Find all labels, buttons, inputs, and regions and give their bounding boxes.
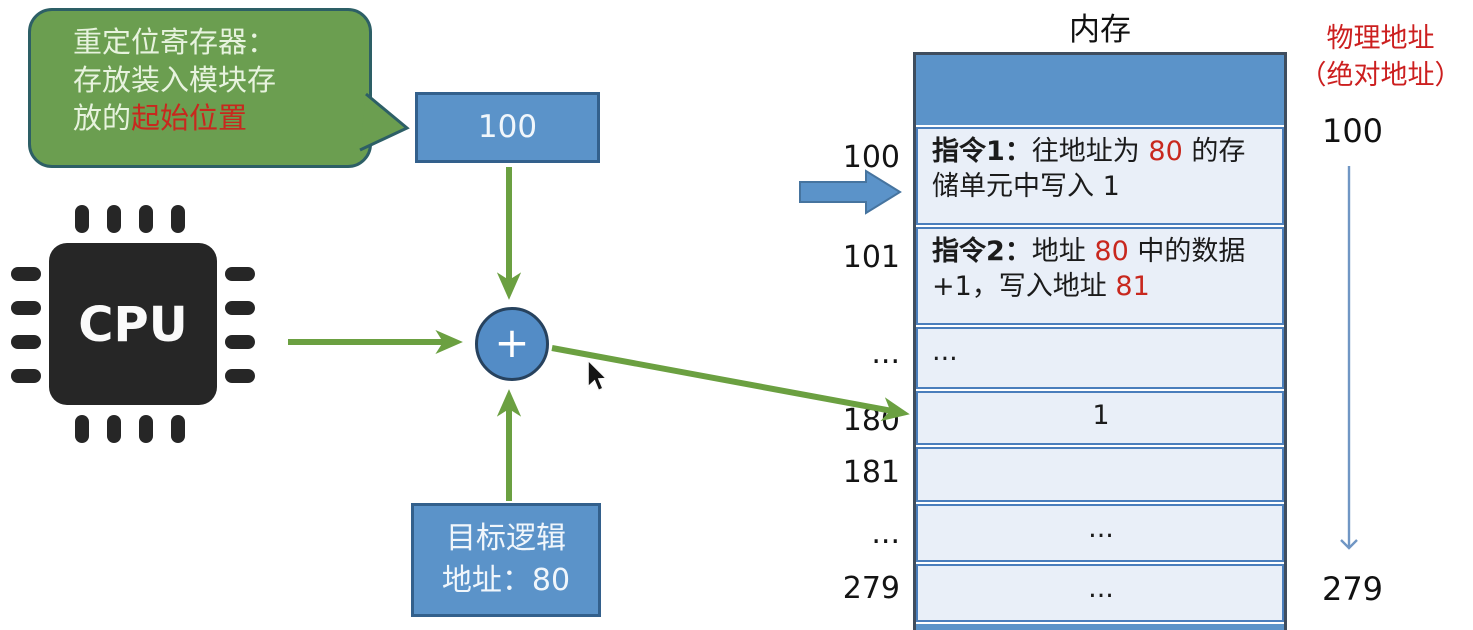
instruction-highlight: 80 <box>1148 136 1183 167</box>
memory-footer-block <box>916 624 1284 630</box>
memory-row: 指令1：往地址为 80 的存储单元中写入 1 <box>916 127 1284 225</box>
memory-row: ... <box>916 564 1284 622</box>
callout-highlight: 起始位置 <box>131 101 248 135</box>
instruction-text: 地址 <box>1031 236 1095 267</box>
physical-address-start: 100 <box>1321 112 1384 150</box>
mouse-cursor <box>587 358 609 392</box>
instruction-text: 往地址为 <box>1031 136 1149 167</box>
physical-address-end: 279 <box>1321 570 1384 608</box>
memory-address-label: 181 <box>842 455 900 490</box>
memory-row: 1 <box>916 391 1284 445</box>
callout-line-2: 存放装入模块存 <box>73 63 277 97</box>
physical-address-title: 物理地址 （绝对地址） <box>1299 23 1462 91</box>
memory-address-label: 180 <box>842 403 900 438</box>
memory-row: ... <box>916 504 1284 562</box>
cpu-icon: CPU <box>11 205 255 443</box>
instruction-highlight: 81 <box>1115 271 1150 302</box>
instruction-text: 指令2： <box>932 236 1032 267</box>
memory-header-block <box>916 55 1284 125</box>
logical-address-box: 目标逻辑 地址：80 <box>411 503 601 617</box>
relocation-register-value-box: 100 <box>415 92 600 163</box>
callout-line-1: 重定位寄存器： <box>73 25 277 59</box>
plus-icon: + <box>494 318 530 367</box>
instruction-highlight: 80 <box>1094 236 1129 267</box>
memory-address-label: 279 <box>842 571 900 606</box>
memory-row: ... <box>916 327 1284 389</box>
instruction-text: 的存储单元中写入 1 <box>932 136 1246 202</box>
memory-address-label: ... <box>871 516 900 551</box>
memory-address-label: 101 <box>842 240 900 275</box>
instruction-text: 中的数据+1，写入地址 <box>932 236 1246 302</box>
memory-address-labels: 100 101... 180 181... 279 <box>760 0 900 630</box>
cpu-label: CPU <box>78 297 187 353</box>
cpu-body <box>49 243 217 405</box>
memory-title: 内存 <box>1069 12 1131 48</box>
cpu-pins <box>11 205 255 443</box>
callout-line-3: 放的起始位置 <box>73 101 248 135</box>
relocation-register-callout: 重定位寄存器： 存放装入模块存 放的起始位置 <box>28 8 372 168</box>
memory-address-label: 100 <box>842 140 900 175</box>
memory-address-label: ... <box>871 336 900 371</box>
adder-circle: + <box>475 307 549 381</box>
memory-row <box>916 447 1284 502</box>
instruction-text: 指令1： <box>932 136 1032 167</box>
memory-row: 指令2：地址 80 中的数据+1，写入地址 81 <box>916 227 1284 325</box>
